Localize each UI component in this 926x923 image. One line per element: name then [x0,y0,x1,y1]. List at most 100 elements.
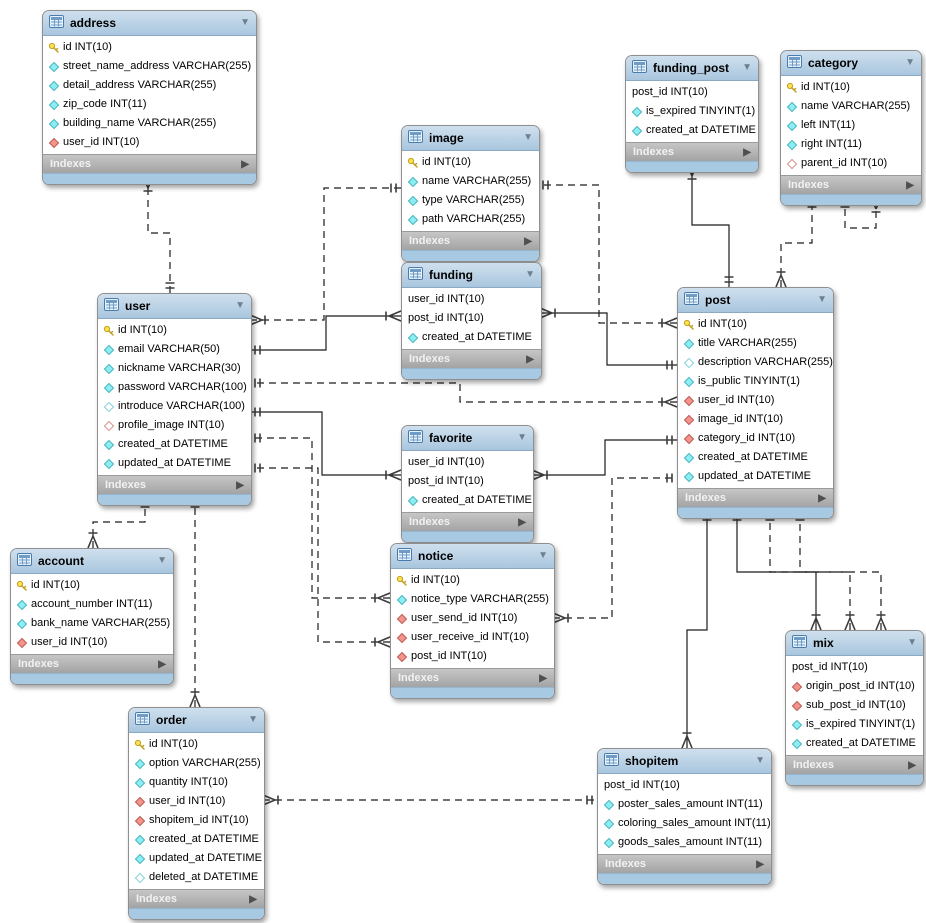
table-favorite[interactable]: favorite▼user_id INT(10)post_id INT(10)c… [401,425,534,543]
collapse-arrow-icon[interactable]: ▼ [742,62,752,73]
column-row[interactable]: goods_sales_amount INT(11) [598,833,771,852]
column-row[interactable]: notice_type VARCHAR(255) [391,590,554,609]
table-address[interactable]: address▼ id INT(10)street_name_address VA… [42,10,257,185]
column-row[interactable]: user_send_id INT(10) [391,609,554,628]
relationship-notice-user[interactable] [250,463,391,648]
table-header[interactable]: notice▼ [391,544,554,569]
collapse-arrow-icon[interactable]: ▼ [817,294,827,305]
relationship-notice-user[interactable] [250,433,391,604]
collapse-arrow-icon[interactable]: ▼ [248,714,258,725]
column-row[interactable]: building_name VARCHAR(255) [43,114,256,133]
relationship-post-user[interactable] [250,378,678,408]
column-row[interactable]: id INT(10) [43,38,256,57]
table-header[interactable]: address▼ [43,11,256,36]
column-row[interactable]: account_number INT(11) [11,595,173,614]
column-row[interactable]: category_id INT(10) [678,429,833,448]
expand-indexes-icon[interactable]: ▶ [906,179,914,191]
column-row[interactable]: is_expired TINYINT(1) [626,102,758,121]
column-row[interactable]: user_id INT(10) [43,133,256,152]
relationship-order-shopitem[interactable] [262,794,597,806]
relationship-funding-user[interactable] [250,310,402,355]
column-row[interactable]: name VARCHAR(255) [402,172,539,191]
column-row[interactable]: id INT(10) [129,735,264,754]
column-row[interactable]: email VARCHAR(50) [98,340,251,359]
column-row[interactable]: profile_image INT(10) [98,416,251,435]
expand-indexes-icon[interactable]: ▶ [249,893,257,905]
column-row[interactable]: id INT(10) [678,315,833,334]
relationship-order-user[interactable] [189,497,201,708]
collapse-arrow-icon[interactable]: ▼ [525,269,535,280]
column-row[interactable]: detail_address VARCHAR(255) [43,76,256,95]
collapse-arrow-icon[interactable]: ▼ [235,300,245,311]
column-row[interactable]: post_id INT(10) [786,658,923,677]
column-row[interactable]: is_expired TINYINT(1) [786,715,923,734]
column-row[interactable]: post_id INT(10) [402,472,533,491]
collapse-arrow-icon[interactable]: ▼ [157,555,167,566]
indexes-footer[interactable]: Indexes▶ [402,231,539,250]
column-row[interactable]: created_at DATETIME [402,328,541,347]
table-header[interactable]: shopitem▼ [598,749,771,774]
column-row[interactable]: created_at DATETIME [129,830,264,849]
column-row[interactable]: user_receive_id INT(10) [391,628,554,647]
column-row[interactable]: left INT(11) [781,116,921,135]
column-row[interactable]: post_id INT(10) [598,776,771,795]
expand-indexes-icon[interactable]: ▶ [241,158,249,170]
relationship-funding-post[interactable] [539,307,677,370]
expand-indexes-icon[interactable]: ▶ [524,235,532,247]
table-header[interactable]: funding▼ [402,263,541,288]
table-order[interactable]: order▼id INT(10)option VARCHAR(255)quant… [128,707,265,920]
column-row[interactable]: is_public TINYINT(1) [678,372,833,391]
column-row[interactable]: type VARCHAR(255) [402,191,539,210]
table-header[interactable]: funding_post▼ [626,56,758,81]
column-row[interactable]: quantity INT(10) [129,773,264,792]
column-row[interactable]: path VARCHAR(255) [402,210,539,229]
expand-indexes-icon[interactable]: ▶ [756,858,764,870]
table-mix[interactable]: mix▼ post_id INT(10)origin_post_id INT(10… [785,630,924,786]
column-row[interactable]: post_id INT(10) [626,83,758,102]
table-user[interactable]: user▼id INT(10)email VARCHAR(50)nickname… [97,293,252,506]
column-row[interactable]: updated_at DATETIME [678,467,833,486]
indexes-footer[interactable]: Indexes▶ [402,349,541,368]
table-image[interactable]: image▼id INT(10)name VARCHAR(255)type VA… [401,125,540,262]
column-row[interactable]: bank_name VARCHAR(255) [11,614,173,633]
column-row[interactable]: updated_at DATETIME [129,849,264,868]
column-row[interactable]: zip_code INT(11) [43,95,256,114]
column-row[interactable]: password VARCHAR(100) [98,378,251,397]
expand-indexes-icon[interactable]: ▶ [158,658,166,670]
expand-indexes-icon[interactable]: ▶ [518,516,526,528]
column-row[interactable]: user_id INT(10) [402,290,541,309]
relationship-mix-post[interactable] [795,510,887,631]
table-header[interactable]: mix▼ [786,631,923,656]
relationship-shopitem-post[interactable] [681,510,712,749]
table-account[interactable]: account▼id INT(10)account_number INT(11)… [10,548,174,685]
column-row[interactable]: right INT(11) [781,135,921,154]
column-row[interactable]: updated_at DATETIME [98,454,251,473]
table-funding[interactable]: funding▼ user_id INT(10)post_id INT(10)cr… [401,262,542,380]
table-header[interactable]: user▼ [98,294,251,319]
column-row[interactable]: user_id INT(10) [11,633,173,652]
indexes-footer[interactable]: Indexes▶ [98,475,251,494]
table-post[interactable]: post▼id INT(10)title VARCHAR(255)descrip… [677,287,834,519]
column-row[interactable]: shopitem_id INT(10) [129,811,264,830]
collapse-arrow-icon[interactable]: ▼ [755,755,765,766]
table-category[interactable]: category▼id INT(10)name VARCHAR(255)left… [780,50,922,206]
table-header[interactable]: post▼ [678,288,833,313]
expand-indexes-icon[interactable]: ▶ [236,479,244,491]
collapse-arrow-icon[interactable]: ▼ [905,57,915,68]
column-row[interactable]: nickname VARCHAR(30) [98,359,251,378]
column-row[interactable]: origin_post_id INT(10) [786,677,923,696]
table-notice[interactable]: notice▼id INT(10)notice_type VARCHAR(255… [390,543,555,699]
indexes-footer[interactable]: Indexes▶ [11,654,173,673]
indexes-footer[interactable]: Indexes▶ [781,175,921,194]
expand-indexes-icon[interactable]: ▶ [818,492,826,504]
collapse-arrow-icon[interactable]: ▼ [538,550,548,561]
indexes-footer[interactable]: Indexes▶ [402,512,533,531]
table-shopitem[interactable]: shopitem▼post_id INT(10)poster_sales_amo… [597,748,772,885]
column-row[interactable]: user_id INT(10) [678,391,833,410]
collapse-arrow-icon[interactable]: ▼ [240,17,250,28]
column-row[interactable]: parent_id INT(10) [781,154,921,173]
column-row[interactable]: street_name_address VARCHAR(255) [43,57,256,76]
column-row[interactable]: post_id INT(10) [402,309,541,328]
table-header[interactable]: order▼ [129,708,264,733]
column-row[interactable]: post_id INT(10) [391,647,554,666]
